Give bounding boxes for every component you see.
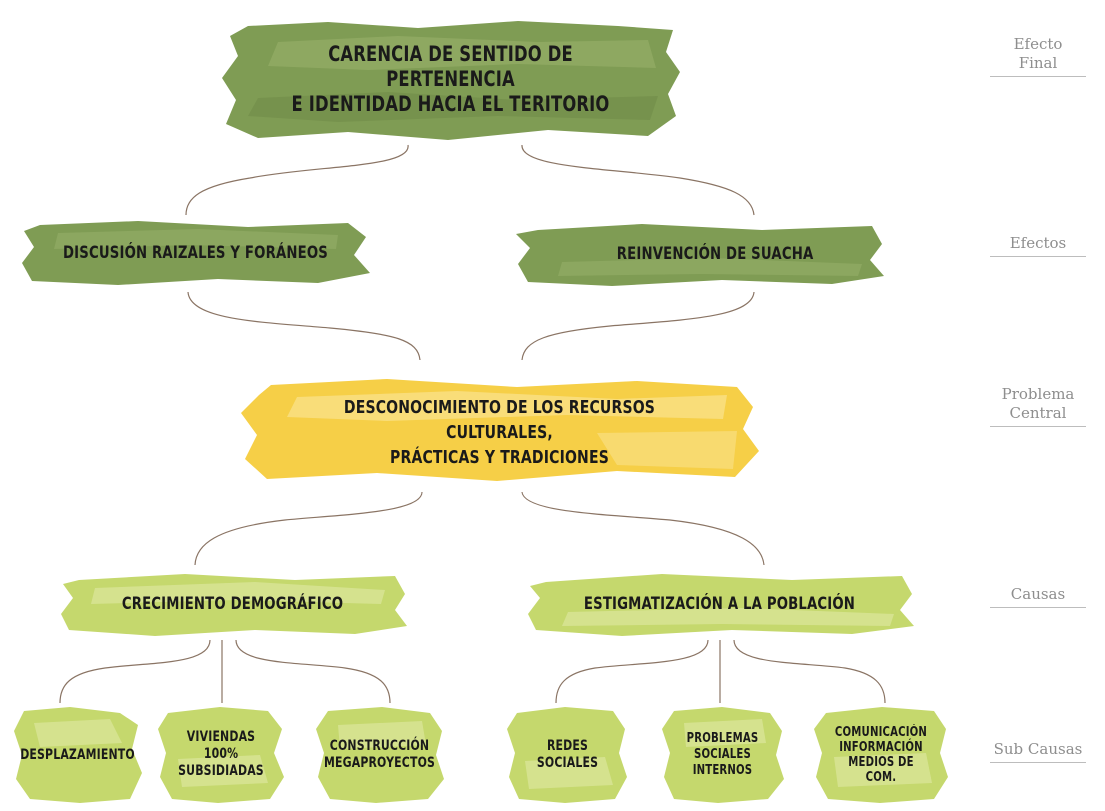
node-sub-comunicacion: COMUNICACIÓN INFORMACIÓN MEDIOS DE COM. — [812, 703, 950, 806]
node-sub-redes: REDES SOCIALES — [505, 703, 630, 806]
connector-final-right — [521, 144, 755, 216]
level-label-sub-causes: Sub Causas — [990, 740, 1086, 763]
connector-effect-right — [521, 291, 755, 361]
level-label-final-effect: Efecto Final — [990, 35, 1086, 77]
level-label-central-problem: Problema Central — [990, 385, 1086, 427]
level-label-effects: Efectos — [990, 234, 1086, 257]
node-sub-viviendas-label: VIVIENDAS 100% SUBSIDIADAS — [178, 729, 264, 779]
node-final-effect: CARENCIA DE SENTIDO DE PERTENENCIA E IDE… — [218, 12, 683, 147]
connector-cause1-left — [59, 639, 211, 704]
connector-cause1-right — [235, 639, 391, 704]
node-cause-crecimiento-label: CRECIMIENTO DEMOGRÁFICO — [121, 594, 344, 614]
node-effect-reinvencion: REINVENCIÓN DE SUACHA — [512, 218, 887, 290]
node-sub-desplazamiento-label: DESPLAZAMIENTO — [20, 746, 135, 763]
node-effect-discusion: DISCUSIÓN RAIZALES Y FORÁNEOS — [18, 215, 373, 290]
connector-central-right — [521, 491, 765, 566]
node-central-problem-label: DESCONOCIMIENTO DE LOS RECURSOS CULTURAL… — [343, 396, 656, 468]
connector-effect-left — [187, 291, 421, 361]
node-cause-estigmatizacion-label: ESTIGMATIZACIÓN A LA POBLACIÓN — [583, 594, 856, 614]
node-sub-desplazamiento: DESPLAZAMIENTO — [10, 703, 145, 806]
connector-cause2-right — [733, 639, 886, 704]
node-final-effect-label: CARENCIA DE SENTIDO DE PERTENENCIA E IDE… — [291, 42, 610, 116]
node-effect-discusion-label: DISCUSIÓN RAIZALES Y FORÁNEOS — [63, 242, 328, 263]
connector-final-left — [185, 144, 409, 216]
node-central-problem: DESCONOCIMIENTO DE LOS RECURSOS CULTURAL… — [237, 373, 762, 491]
node-sub-comunicacion-label: COMUNICACIÓN INFORMACIÓN MEDIOS DE COM. — [834, 724, 928, 785]
node-sub-viviendas: VIVIENDAS 100% SUBSIDIADAS — [156, 703, 286, 806]
node-effect-reinvencion-label: REINVENCIÓN DE SUACHA — [616, 244, 814, 264]
level-label-causes: Causas — [990, 585, 1086, 608]
node-sub-problemas-label: PROBLEMAS SOCIALES INTERNOS — [686, 730, 759, 778]
connector-cause2-left — [555, 639, 709, 704]
node-sub-problemas: PROBLEMAS SOCIALES INTERNOS — [660, 703, 785, 806]
node-sub-construccion-label: CONSTRUCCIÓN MEGAPROYECTOS — [323, 737, 436, 771]
connector-central-left — [194, 491, 423, 566]
node-cause-estigmatizacion: ESTIGMATIZACIÓN A LA POBLACIÓN — [522, 568, 917, 640]
node-cause-crecimiento: CRECIMIENTO DEMOGRÁFICO — [55, 568, 410, 640]
node-sub-construccion: CONSTRUCCIÓN MEGAPROYECTOS — [312, 703, 447, 806]
node-sub-redes-label: REDES SOCIALES — [536, 737, 599, 771]
